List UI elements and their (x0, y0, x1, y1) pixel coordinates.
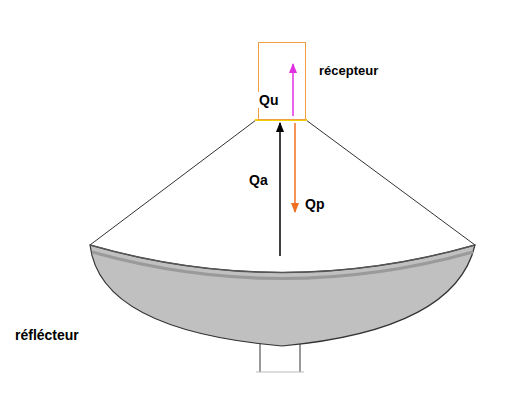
lost-flux-arrow (294, 123, 296, 212)
ray-cone-right (306, 120, 475, 245)
ray-cone-left (90, 120, 256, 245)
flux-label: Qa (248, 172, 269, 188)
absorbed-flux-arrow (279, 123, 281, 256)
part-name: récepteur (319, 63, 378, 78)
part-name: réflécteur (14, 327, 80, 343)
reflector-dish (90, 245, 475, 346)
flux-label: Qu (258, 92, 279, 108)
reflector-shade (92, 252, 473, 279)
flux-label: Qp (304, 196, 325, 212)
useful-flux-arrow (292, 64, 294, 116)
receiver-box: récepteur (258, 42, 306, 120)
reflector-rim (90, 245, 475, 273)
